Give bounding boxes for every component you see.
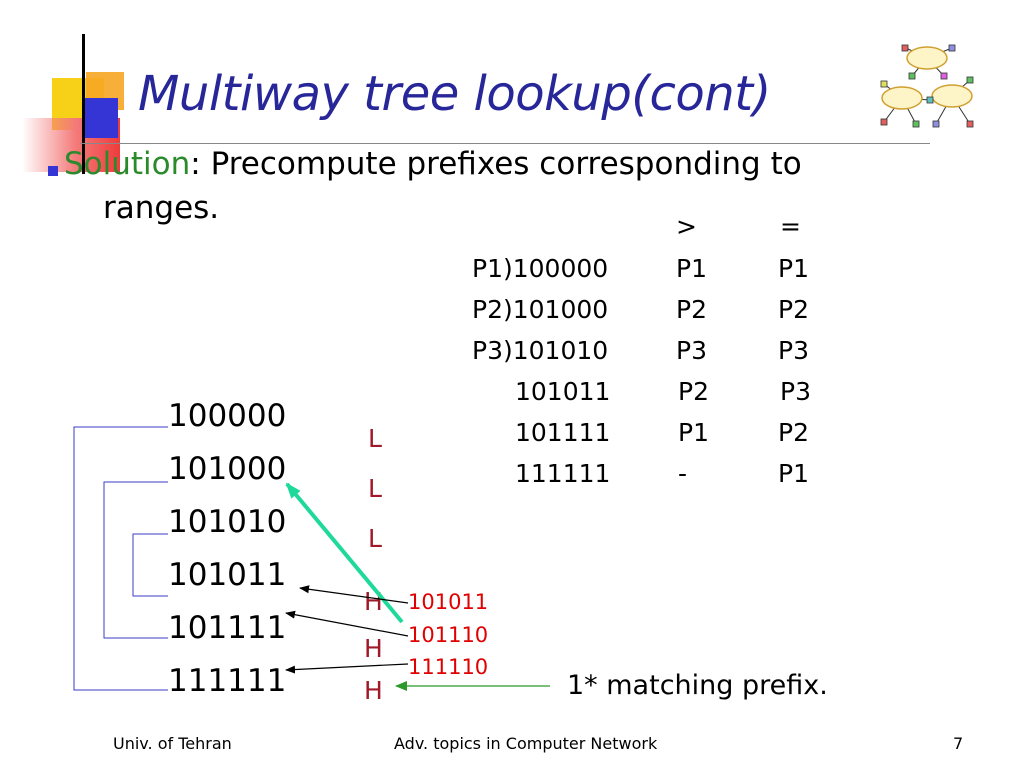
arrow-to-111111 [285, 663, 409, 674]
bullet-marker [48, 166, 58, 176]
matching-prefix-note: 1* matching prefix. [567, 670, 828, 701]
solution-line: Solution: Precompute prefixes correspond… [64, 146, 802, 182]
search-key: 101011 [408, 590, 489, 614]
table-row-gt: P2 [678, 377, 709, 406]
range-value: 101000 [168, 451, 287, 487]
range-value: 111111 [168, 663, 287, 699]
table-row-eq: P3 [778, 336, 809, 365]
tree-brackets [73, 426, 168, 691]
table-row-eq: P2 [778, 295, 809, 324]
table-row-gt: P1 [678, 418, 709, 447]
solution-text-continued: ranges. [103, 190, 220, 226]
tree-bracket-outer [73, 426, 168, 691]
footer-center: Adv. topics in Computer Network [394, 734, 658, 753]
table-header-gt: > [676, 212, 697, 241]
arrow-to-101011 [299, 585, 409, 604]
table-row-eq: P1 [778, 459, 809, 488]
tree-bracket-inner [132, 533, 168, 597]
title-underline [80, 143, 930, 144]
arrow-to-101111 [285, 610, 409, 637]
network-clouds-logo-icon [880, 44, 974, 128]
table-row-key: P3)101010 [472, 336, 609, 365]
range-value: 101111 [168, 610, 287, 646]
high-mark: H [364, 676, 383, 705]
table-row-gt: P1 [676, 254, 707, 283]
low-mark: L [368, 524, 382, 553]
low-mark: L [368, 474, 382, 503]
teal-arrow [285, 482, 404, 624]
table-row-eq: P1 [778, 254, 809, 283]
footer-left: Univ. of Tehran [113, 734, 232, 753]
range-value: 100000 [168, 398, 287, 434]
table-row-key: 101111 [515, 418, 611, 447]
tree-bracket-middle [103, 481, 168, 639]
range-value: 101010 [168, 504, 287, 540]
slide-title: Multiway tree lookup(cont) [138, 66, 771, 122]
search-key: 101110 [408, 623, 489, 647]
table-row-key: 111111 [515, 459, 611, 488]
solution-text: : Precompute prefixes corresponding to [190, 146, 802, 182]
table-row-key: 101011 [515, 377, 611, 406]
table-row-gt: P3 [676, 336, 707, 365]
decor-vertical-line [82, 34, 85, 174]
table-header-eq: = [780, 212, 801, 241]
low-mark: L [368, 424, 382, 453]
table-row-key: P1)100000 [472, 254, 609, 283]
table-row-eq: P3 [780, 377, 811, 406]
solution-label: Solution [64, 146, 191, 182]
table-row-gt: P2 [676, 295, 707, 324]
range-value: 101011 [168, 557, 287, 593]
decor-blue-block [84, 98, 118, 138]
table-row-gt: - [678, 459, 688, 488]
search-key: 111110 [408, 655, 489, 679]
high-mark: H [364, 634, 383, 663]
page-number: 7 [953, 734, 964, 753]
table-row-key: P2)101000 [472, 295, 609, 324]
table-row-eq: P2 [778, 418, 809, 447]
